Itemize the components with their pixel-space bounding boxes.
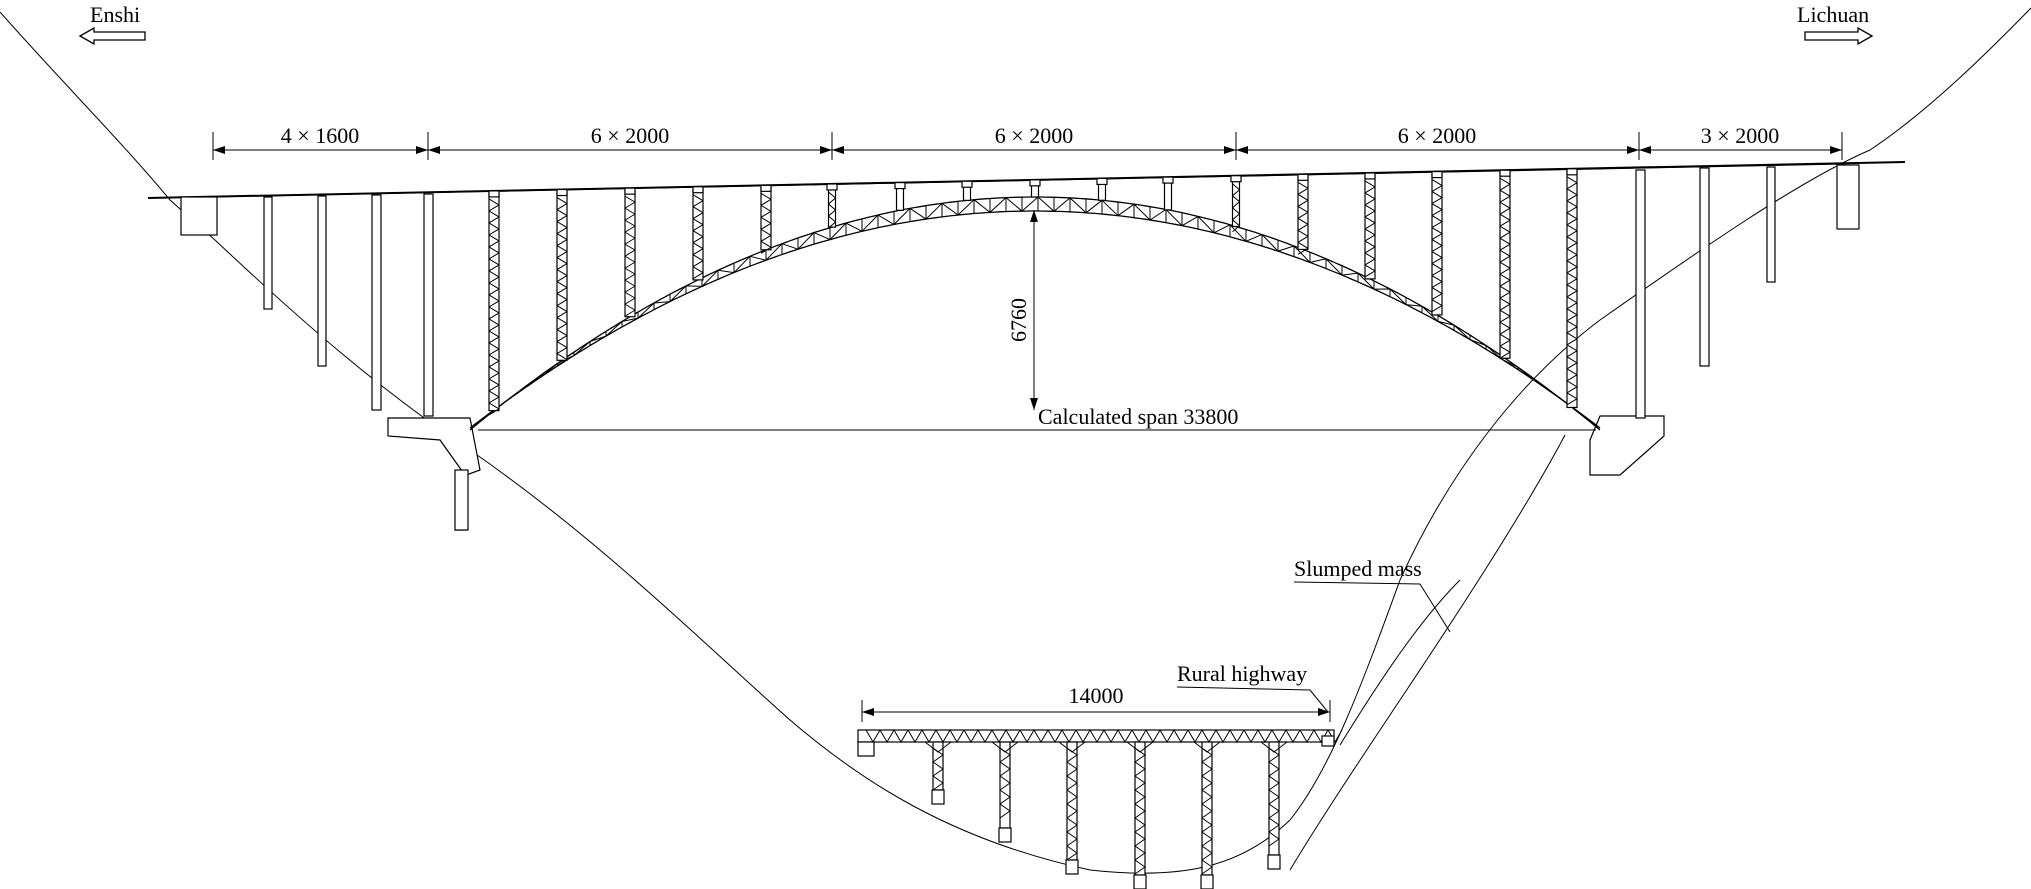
- column-cap: [1364, 172, 1376, 180]
- arch-upper-chord: [469, 196, 1601, 431]
- lower-pier-bracket: [924, 741, 952, 753]
- column-cap: [556, 188, 568, 197]
- column-cap: [961, 180, 973, 188]
- arrow-left-icon: [78, 26, 146, 46]
- column-cap: [1096, 177, 1108, 186]
- left-abutment: [387, 417, 481, 531]
- lower-pier-footing: [1133, 874, 1147, 889]
- column-bracing: [1364, 180, 1376, 278]
- span-label-3: 6 × 2000: [995, 123, 1073, 148]
- lower-pier: [1201, 741, 1213, 876]
- column-cap: [624, 187, 636, 195]
- column-cap: [894, 181, 906, 190]
- calculated-span-label: Calculated span 33800: [1038, 404, 1238, 429]
- column-cap: [760, 184, 772, 192]
- slumped-mass-leader: [1293, 581, 1451, 633]
- lower-pier-bracket: [1058, 741, 1086, 753]
- column-bracing: [624, 195, 636, 317]
- span-label-1: 4 × 1600: [281, 123, 359, 148]
- column-bracing: [1499, 177, 1511, 359]
- column-cap: [1499, 169, 1511, 177]
- column-cap: [488, 190, 500, 198]
- spandrel-column: [1163, 178, 1173, 211]
- lower-bridge: [857, 729, 1343, 889]
- span-dimension-line: [212, 132, 1843, 160]
- lower-pier-footing: [931, 789, 945, 805]
- arch-rise-label: 6760: [1006, 298, 1031, 342]
- column-bracing: [1431, 179, 1443, 313]
- span-label-4: 6 × 2000: [1398, 123, 1476, 148]
- arch-web-members: [477, 196, 1599, 427]
- lower-pier-bracket: [991, 741, 1019, 753]
- lower-span-label: 14000: [1069, 683, 1124, 708]
- column-cap: [1162, 176, 1174, 184]
- lower-pier-bracket: [1126, 741, 1154, 753]
- column-cap: [1431, 170, 1443, 179]
- lower-pier-footing: [1267, 854, 1281, 870]
- column-cap: [1029, 179, 1041, 187]
- column-bracing: [1297, 181, 1309, 255]
- column-cap: [692, 186, 704, 194]
- lower-pier-footing: [998, 827, 1012, 843]
- left-approach-piers: [180, 193, 434, 417]
- column-bracing: [692, 194, 704, 280]
- column-cap: [1566, 168, 1578, 176]
- slumped-mass-label: Slumped mass: [1294, 556, 1422, 581]
- arch-lower-chord: [469, 210, 1601, 429]
- spandrel-columns: [488, 168, 1578, 416]
- slumped-mass-outline: [1289, 434, 1566, 871]
- lower-pier-footing: [1200, 874, 1214, 889]
- lower-pier-bracket: [1193, 741, 1221, 753]
- rural-highway-label: Rural highway: [1177, 661, 1307, 686]
- column-cap: [826, 183, 838, 191]
- right-approach-piers: [1635, 164, 1860, 419]
- rural-highway-leader: [1176, 686, 1329, 713]
- lower-pier: [1134, 741, 1146, 876]
- column-bracing: [556, 197, 568, 366]
- lower-pier-footing: [1065, 859, 1079, 875]
- span-label-2: 6 × 2000: [591, 123, 669, 148]
- right-abutment: [1589, 415, 1665, 476]
- column-bracing: [488, 198, 500, 416]
- lower-span-dimension: [861, 700, 1331, 722]
- column-bracing: [1566, 176, 1578, 406]
- lower-pier-bracket: [1260, 741, 1288, 753]
- column-bracing: [1232, 183, 1240, 233]
- spandrel-column: [1364, 174, 1376, 280]
- direction-left-label: Enshi: [90, 2, 140, 27]
- slumped-mass-surface: [1339, 579, 1461, 746]
- column-cap: [1230, 175, 1242, 183]
- main-arch-truss: [469, 196, 1601, 431]
- column-cap: [1297, 173, 1309, 181]
- column-bracing: [828, 191, 836, 229]
- column-bracing: [760, 192, 772, 254]
- arrow-right-icon: [1804, 26, 1874, 46]
- span-label-5: 3 × 2000: [1701, 123, 1779, 148]
- direction-right-label: Lichuan: [1797, 2, 1869, 27]
